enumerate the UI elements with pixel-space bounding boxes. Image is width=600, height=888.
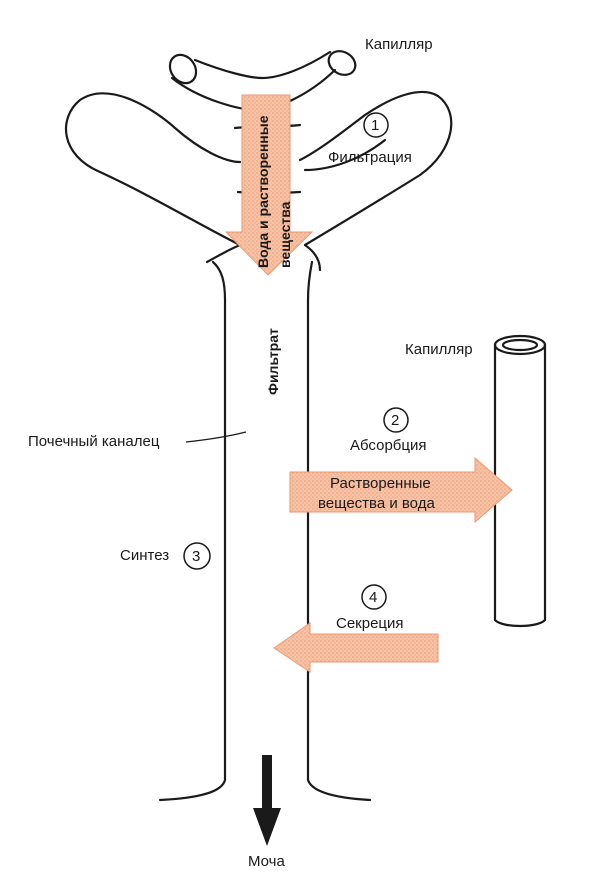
tubule-label: Почечный каналец (28, 433, 160, 450)
absorption-number: 2 (391, 412, 399, 429)
synthesis-number-circle (183, 542, 211, 570)
filtration-number: 1 (371, 117, 379, 134)
urine-arrow (253, 755, 281, 846)
capillary-right-label: Капилляр (405, 341, 473, 358)
secretion-number-circle (361, 584, 387, 610)
filtration-arrow (224, 94, 314, 276)
absorption-arrow-text-line2: вещества и вода (318, 495, 435, 512)
renal-tubule (65, 90, 453, 802)
filtration-number-circle (363, 112, 389, 138)
filtrate-label: Фильтрат (265, 328, 281, 395)
tubule-leader-line (185, 431, 247, 443)
urine-label: Моча (248, 853, 285, 870)
capillary-top-label: Капилляр (365, 36, 433, 53)
arrow-down-text-line1: Вода и растворенные (255, 115, 271, 268)
secretion-arrow (273, 622, 439, 673)
peritubular-capillary (493, 334, 547, 628)
secretion-label: Секреция (336, 615, 404, 632)
secretion-number: 4 (369, 589, 377, 606)
absorption-arrow-text-line1: Растворенные (330, 475, 431, 492)
synthesis-label: Синтез (120, 547, 169, 564)
absorption-number-circle (383, 407, 409, 433)
filtration-label: Фильтрация (328, 149, 412, 166)
absorption-label: Абсорбция (350, 437, 426, 454)
arrow-down-text-line2: вещества (277, 201, 293, 268)
absorption-arrow (289, 456, 513, 524)
synthesis-number: 3 (192, 548, 200, 565)
